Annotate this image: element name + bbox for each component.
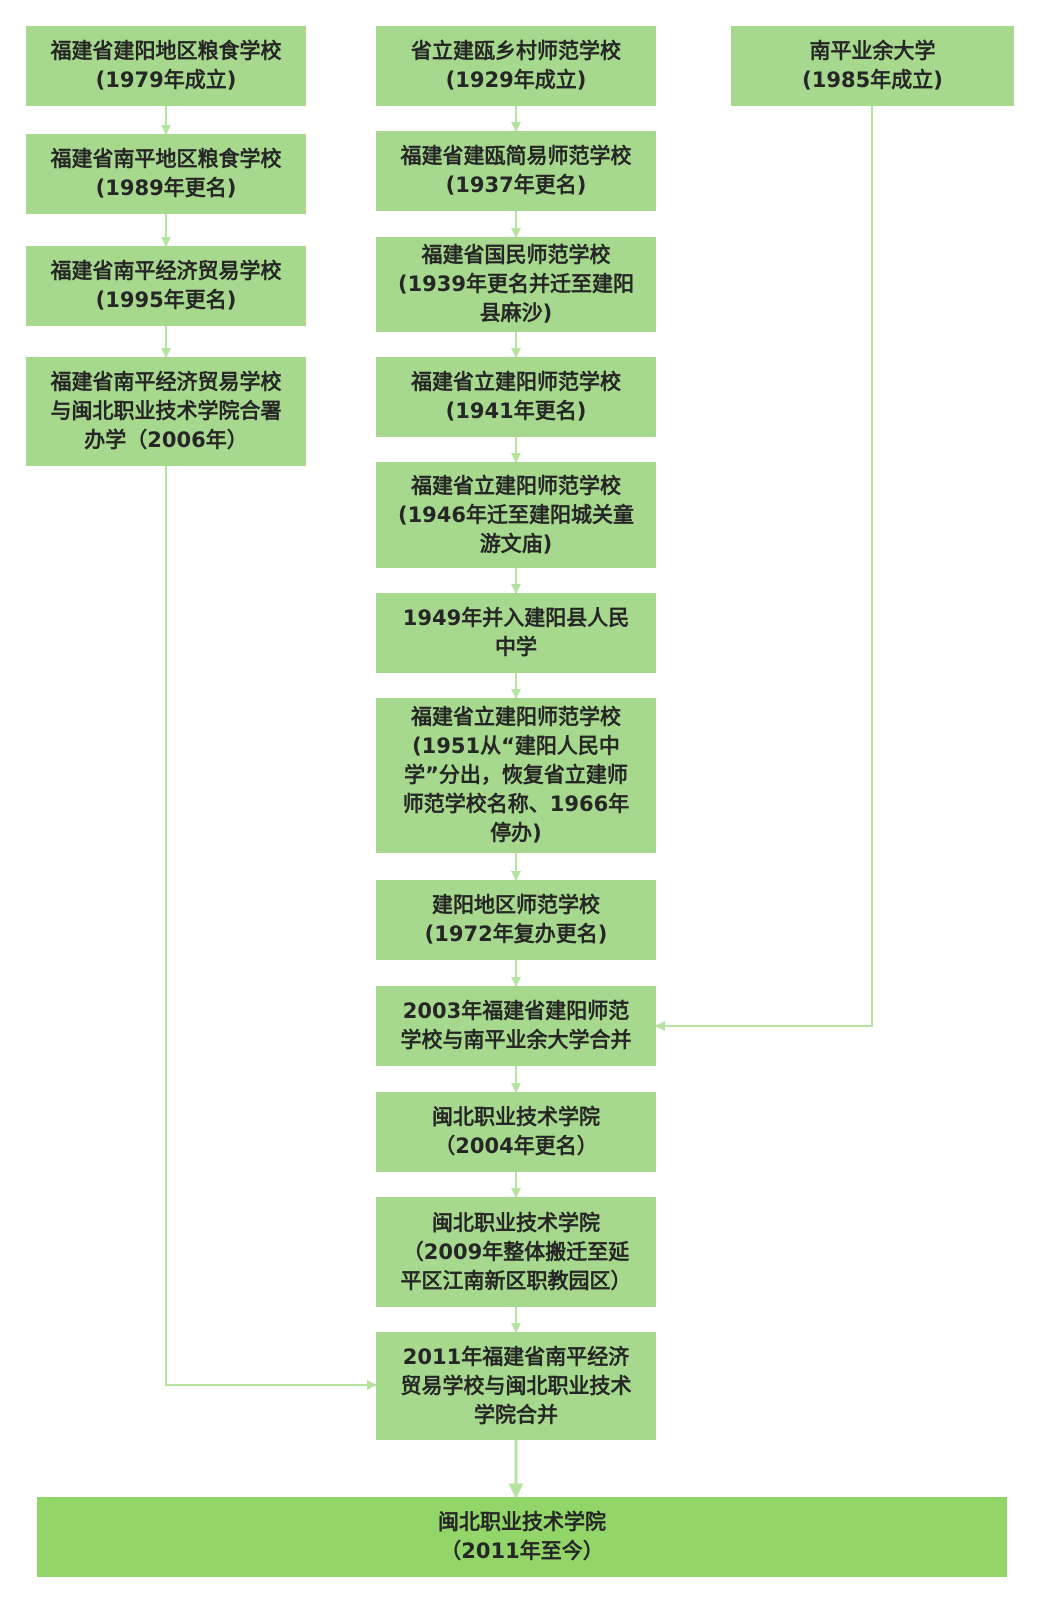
node-normal-school-1941: 福建省立建阳师范学校 (1941年更名) — [376, 357, 656, 437]
node-normal-school-1929: 省立建瓯乡村师范学校 (1929年成立) — [376, 26, 656, 106]
node-college-2009: 闽北职业技术学院 （2009年整体搬迁至延 平区江南新区职教园区） — [376, 1197, 656, 1307]
node-normal-school-1937: 福建省建瓯简易师范学校 (1937年更名) — [376, 131, 656, 211]
node-nanping-spare-time-university-1985: 南平业余大学 (1985年成立) — [731, 26, 1014, 106]
node-college-2004: 闽北职业技术学院 （2004年更名） — [376, 1092, 656, 1172]
node-grain-school-1989: 福建省南平地区粮食学校 (1989年更名) — [26, 134, 306, 214]
node-normal-school-1972: 建阳地区师范学校 (1972年复办更名) — [376, 880, 656, 960]
node-college-2011-present: 闽北职业技术学院 （2011年至今） — [37, 1497, 1007, 1577]
node-trade-school-2006: 福建省南平经济贸易学校 与闽北职业技术学院合署 办学（2006年） — [26, 357, 306, 466]
arrow-c1-merger-2003 — [655, 106, 873, 1031]
node-normal-school-1946: 福建省立建阳师范学校 (1946年迁至建阳城关童 游文庙) — [376, 462, 656, 568]
node-merger-2011: 2011年福建省南平经济 贸易学校与闽北职业技术 学院合并 — [376, 1332, 656, 1440]
node-grain-school-1979: 福建省建阳地区粮食学校 (1979年成立) — [26, 26, 306, 106]
node-trade-school-1995: 福建省南平经济贸易学校 (1995年更名) — [26, 246, 306, 326]
node-normal-school-1951: 福建省立建阳师范学校 (1951从“建阳人民中 学”分出，恢复省立建师 师范学校… — [376, 698, 656, 853]
node-normal-school-1939: 福建省国民师范学校 (1939年更名并迁至建阳 县麻沙) — [376, 237, 656, 332]
node-merged-1949: 1949年并入建阳县人民 中学 — [376, 593, 656, 673]
node-merger-2003: 2003年福建省建阳师范 学校与南平业余大学合并 — [376, 986, 656, 1066]
arrow-a4-merger-2011 — [165, 466, 377, 1390]
